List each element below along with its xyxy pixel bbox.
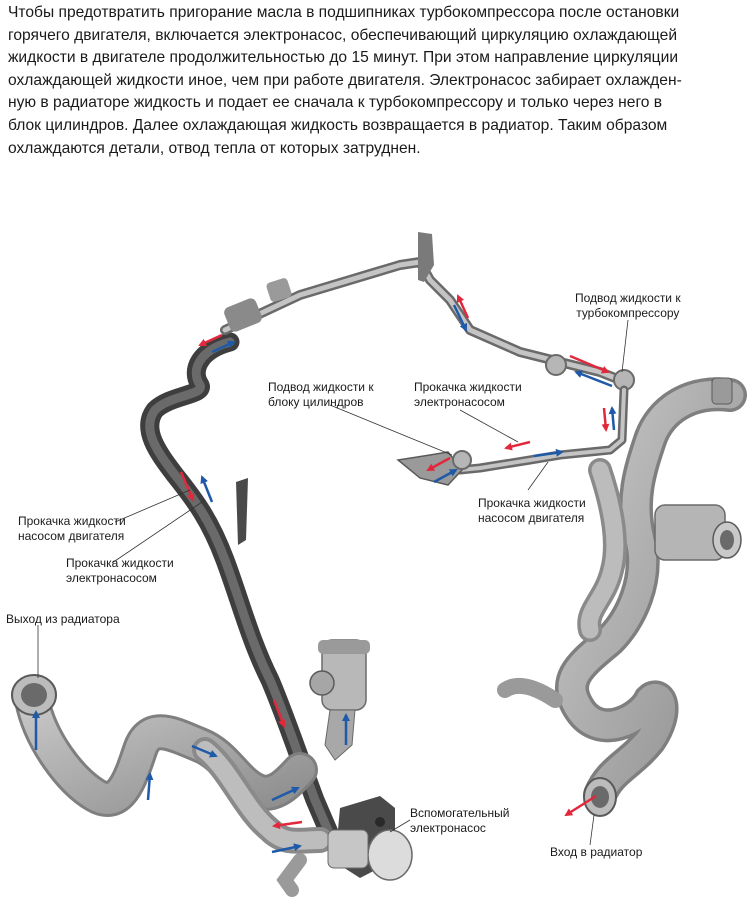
intro-line: ную в радиаторе жидкость и подает ее сна… [8, 94, 663, 112]
label-aux-pump: Вспомогательный электронасос [410, 806, 510, 835]
label-electro-pump-left: Прокачка жидкости электронасосом [66, 556, 174, 585]
label-radiator-inlet: Вход в радиатор [550, 845, 643, 859]
label-electro-pump-upper: Прокачка жидкости электронасосом [414, 380, 522, 409]
flow-arrows [32, 294, 617, 854]
intro-paragraph: Чтобы предотвратить пригорание масла в п… [8, 2, 748, 160]
turbo-supply-pipe [220, 232, 635, 486]
intro-line: Чтобы предотвратить пригорание масла в п… [8, 4, 680, 21]
intro-line: горячего двигателя, включается электрона… [8, 26, 678, 44]
intro-line: блок цилиндров. Далее охлаждающая жидкос… [8, 116, 668, 134]
radiator-outlet-hose [11, 674, 333, 897]
radiator-inlet-hose [497, 377, 747, 817]
intro-line: жидкости в двигателе продолжительностью … [8, 49, 679, 67]
label-block-supply: Подвод жидкости к блоку цилиндров [268, 380, 374, 409]
label-turbo-supply: Подвод жидкости к турбокомпрессору [575, 291, 681, 320]
leader-lines [37, 319, 629, 846]
label-radiator-outlet: Выход из радиатора [6, 612, 120, 626]
intro-line: охлаждаются детали, отвод тепла от котор… [8, 139, 421, 157]
label-engine-pump-left: Прокачка жидкости насосом двигателя [18, 514, 126, 543]
thermostat-housing [309, 639, 370, 761]
intro-line: охлаждающей жидкости иное, чем при работ… [8, 71, 682, 89]
auxiliary-electric-pump [327, 796, 413, 881]
label-engine-pump-right: Прокачка жидкости насосом двигателя [478, 496, 586, 525]
